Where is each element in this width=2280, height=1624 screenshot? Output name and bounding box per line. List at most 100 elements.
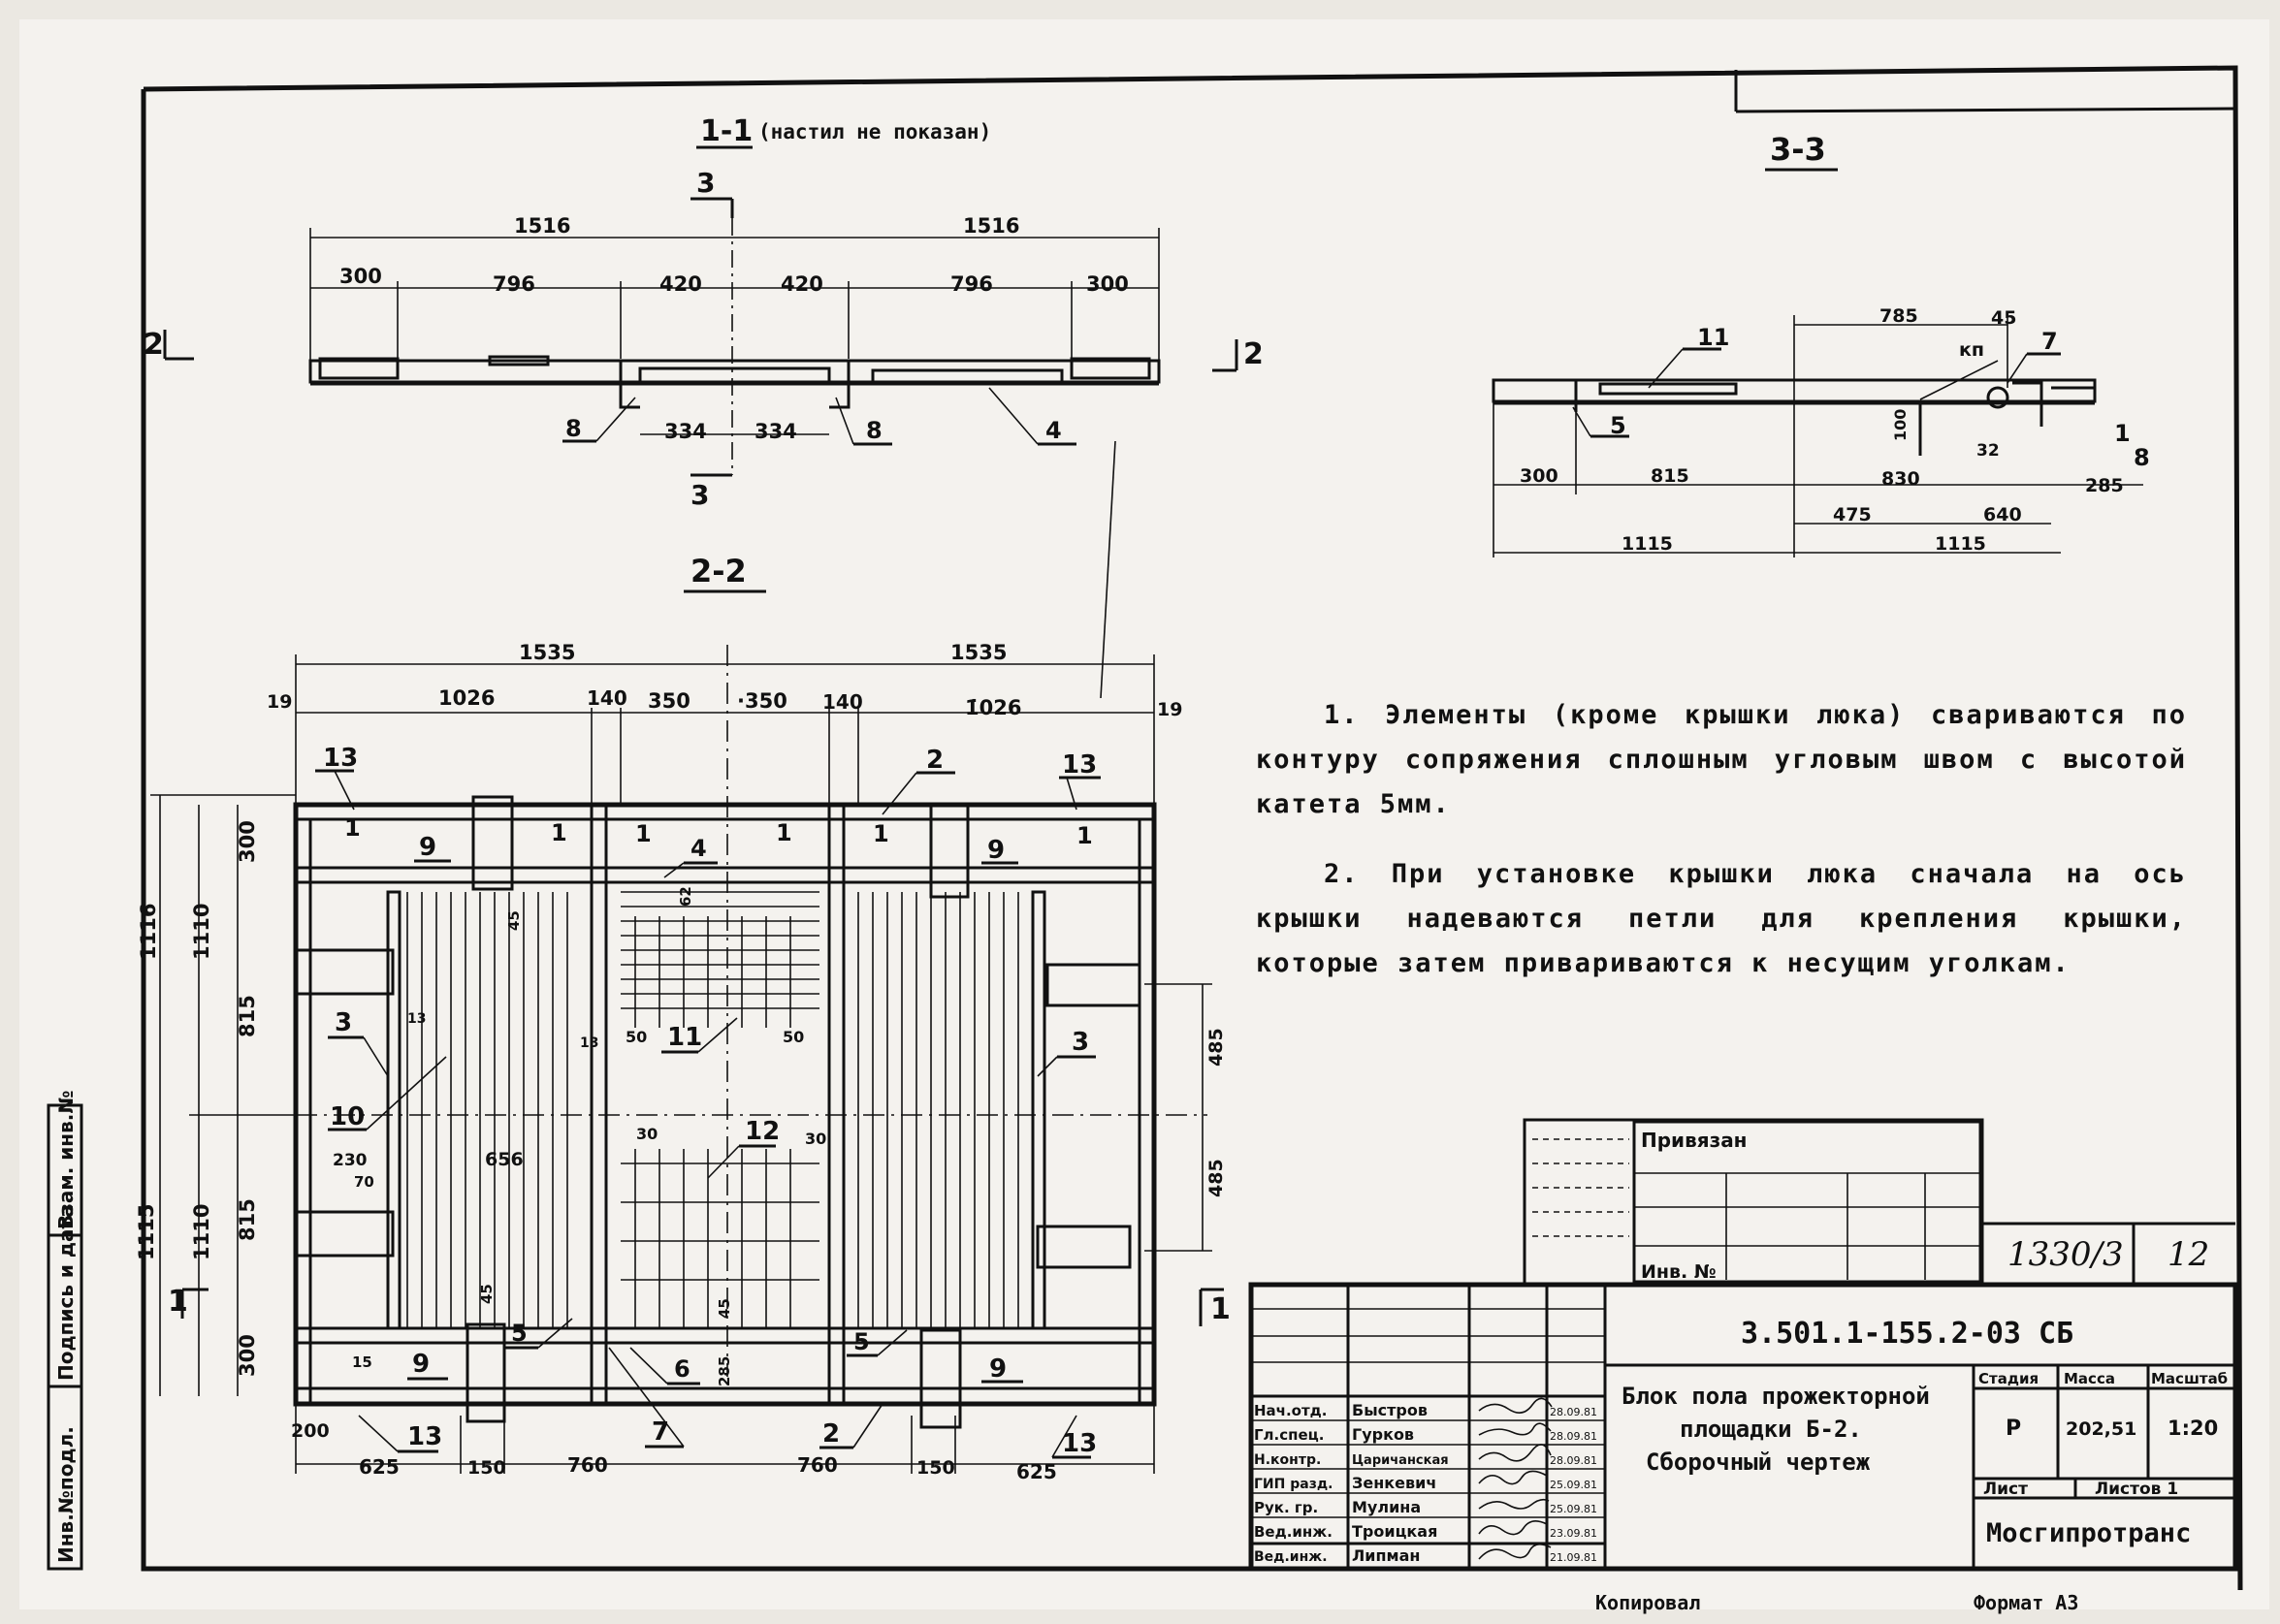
svg-text:1516: 1516 [514,214,570,238]
svg-text:485: 485 [1205,1028,1227,1067]
svg-text:656: 656 [485,1149,524,1170]
name-4: Зенкевич [1352,1474,1436,1492]
svg-text:100: 100 [1891,409,1910,441]
svg-text:625: 625 [1016,1460,1057,1483]
callout-1g: 1 [1076,822,1093,849]
col-scale: Масштаб [2151,1370,2228,1387]
copied-by-label: Копировал [1595,1591,1700,1614]
svg-text:45: 45 [716,1298,733,1319]
date-2: 28.09.81 [1550,1430,1597,1443]
role-6: Вед.инж. [1254,1523,1333,1541]
date-7: 21.09.81 [1550,1551,1597,1564]
svg-text:420: 420 [659,272,702,296]
callout-13c: 13 [407,1422,442,1451]
svg-text:62: 62 [677,886,694,907]
callout-11b: 11 [667,1023,702,1052]
sheet-reference: 1330/3 [2007,1235,2124,1274]
callout-3a: 3 [335,1008,352,1037]
cut-3-top-label: 3 [696,167,715,199]
callout-13b: 13 [1062,750,1097,780]
cut-2-right-label: 2 [1243,337,1264,371]
cut-2-left-label: 2 [144,328,164,362]
callout-5b: 5 [511,1320,528,1347]
doc-description-line1: Блок пола прожекторной [1622,1383,1930,1410]
callout-1f: 1 [873,820,889,847]
callout-3b: 3 [1072,1028,1089,1057]
callout-12: 12 [745,1117,780,1146]
sheet-number-hand: 12 [2168,1235,2209,1274]
callout-9c: 9 [412,1350,430,1379]
svg-text:796: 796 [493,272,535,296]
svg-text:300: 300 [236,1334,259,1377]
strip-vzam-inv: Взам. инв.№ [54,1091,78,1229]
role-7: Вед.инж. [1254,1549,1328,1565]
name-3: Царичанская [1352,1453,1449,1468]
svg-text:19: 19 [1157,699,1182,720]
callout-1c: 1 [551,819,567,846]
callout-4a: 4 [1045,417,1062,444]
note-1: 1. Элементы (кроме крышки люка) свариваю… [1256,700,2187,819]
svg-text:300: 300 [1086,272,1129,296]
svg-text:475: 475 [1833,504,1872,525]
section-1-1: 1-1 (настил не показан) 3 3 1516 1516 30… [144,114,1264,699]
organization: Мосгипротранс [1986,1518,2191,1548]
callout-9a: 9 [419,833,436,862]
left-signature-strip: Инв.№подл. Подпись и дата Взам. инв.№ [47,1091,83,1571]
callout-6: 6 [674,1355,690,1383]
svg-text:1535: 1535 [519,641,575,664]
cut-3-bottom-label: 3 [690,479,709,511]
cut-1-right-label: 1 [1210,1292,1231,1326]
svg-text:32: 32 [1976,441,2000,461]
strip-signature-date: Подпись и дата [54,1204,78,1381]
callout-13d: 13 [1062,1429,1097,1458]
mass-value: 202,51 [2066,1418,2136,1440]
svg-text:45: 45 [1991,307,2016,329]
svg-text:13: 13 [407,1011,426,1027]
role-3: Н.контр. [1254,1452,1321,1468]
svg-text:1115: 1115 [135,1204,158,1260]
col-stage: Стадия [1978,1370,2039,1387]
svg-text:150: 150 [916,1457,955,1479]
callout-11a: 11 [1697,324,1729,351]
svg-text:1516: 1516 [963,214,1019,238]
date-1: 28.09.81 [1550,1406,1597,1418]
svg-text:·350: ·350 [737,689,787,713]
format-label: Формат А3 [1974,1591,2078,1614]
svg-text:815: 815 [236,995,259,1037]
callout-5c: 5 [853,1328,870,1355]
svg-text:1115: 1115 [1935,533,1986,555]
section-2-2-plan: 2-2 1535 1535 19 1026 140 350 ·350 140 1… [135,553,1231,1483]
doc-description-line3: Сборочный чертеж [1646,1449,1871,1476]
name-2: Гурков [1352,1425,1414,1444]
col-mass: Масса [2064,1370,2115,1387]
section-2-2-title: 2-2 [690,553,747,589]
svg-text:300: 300 [339,265,382,288]
callout-13a: 13 [323,744,358,773]
signature-scribbles [1478,1397,1553,1560]
svg-text:300: 300 [1520,465,1558,487]
callout-1e: 1 [776,819,792,846]
svg-text:796: 796 [950,272,993,296]
svg-text:334: 334 [664,420,707,443]
svg-text:15: 15 [352,1353,372,1371]
title-block: Нач.отд. Быстров 28.09.81 Гл.спец. Гурко… [1248,1282,2238,1572]
svg-text:640: 640 [1983,504,2022,525]
svg-text:кп: кп [1959,339,1984,361]
sheet-label: Лист [1983,1480,2028,1499]
svg-text:300: 300 [236,820,259,863]
name-6: Троицкая [1352,1522,1437,1541]
svg-text:13: 13 [580,1035,598,1051]
name-7: Липман [1352,1546,1420,1565]
svg-text:1116: 1116 [137,904,160,960]
svg-text:760: 760 [797,1453,838,1477]
doc-code: 3.501.1-155.2-03 СБ [1741,1317,2073,1351]
section-1-1-title: 1-1 [700,114,753,148]
svg-text:1115: 1115 [1622,533,1673,555]
svg-text:285: 285 [716,1356,733,1386]
binding-label: Привязан [1641,1129,1748,1152]
role-1: Нач.отд. [1254,1402,1327,1419]
svg-text:625: 625 [359,1455,400,1479]
name-5: Мулина [1352,1498,1421,1516]
callout-2a: 2 [926,746,944,775]
doc-description-line2: площадки Б-2. [1680,1416,1862,1443]
